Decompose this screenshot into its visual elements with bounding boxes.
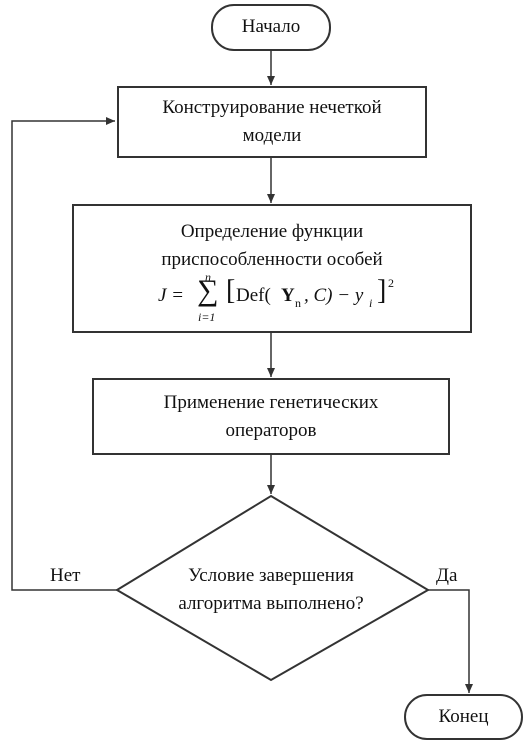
step1-label: Конструирование нечеткой модели bbox=[162, 97, 382, 146]
formula-lhs: J = bbox=[158, 285, 185, 306]
end-terminal bbox=[404, 694, 523, 740]
start-label: Начало bbox=[241, 16, 301, 37]
end-label: Конец bbox=[438, 706, 489, 727]
step1-box bbox=[117, 86, 427, 158]
formula-y-sub: n bbox=[295, 296, 301, 310]
decision-label: Условие завершения алгоритма выполнено? bbox=[178, 565, 364, 614]
loop-back-line bbox=[11, 117, 117, 591]
decision-diamond bbox=[115, 494, 430, 682]
sum-symbol: ∑ bbox=[197, 274, 219, 307]
formula-power: 2 bbox=[388, 276, 394, 290]
step3-label: Применение генетических операторов bbox=[163, 392, 379, 441]
formula-y-bold: Y bbox=[281, 285, 295, 306]
step3-box bbox=[92, 378, 450, 455]
step2-label: Определение функции приспособленности ос… bbox=[161, 221, 383, 270]
yes-line bbox=[428, 589, 473, 693]
step2-box bbox=[72, 204, 472, 333]
right-bracket: ] bbox=[377, 275, 387, 306]
no-label: Нет bbox=[50, 565, 81, 586]
formula-def: Def( bbox=[236, 285, 271, 306]
sum-lower-limit: i=1 bbox=[198, 310, 216, 324]
fitness-formula: J = n ∑ i=1 [ Def( Y n , C) − y i ] 2 bbox=[150, 270, 410, 328]
formula-yi-sub: i bbox=[369, 296, 373, 310]
sum-upper-limit: n bbox=[205, 270, 211, 284]
left-bracket: [ bbox=[226, 275, 236, 306]
formula-rest: , C) − y bbox=[304, 285, 364, 306]
yes-label: Да bbox=[436, 565, 458, 586]
